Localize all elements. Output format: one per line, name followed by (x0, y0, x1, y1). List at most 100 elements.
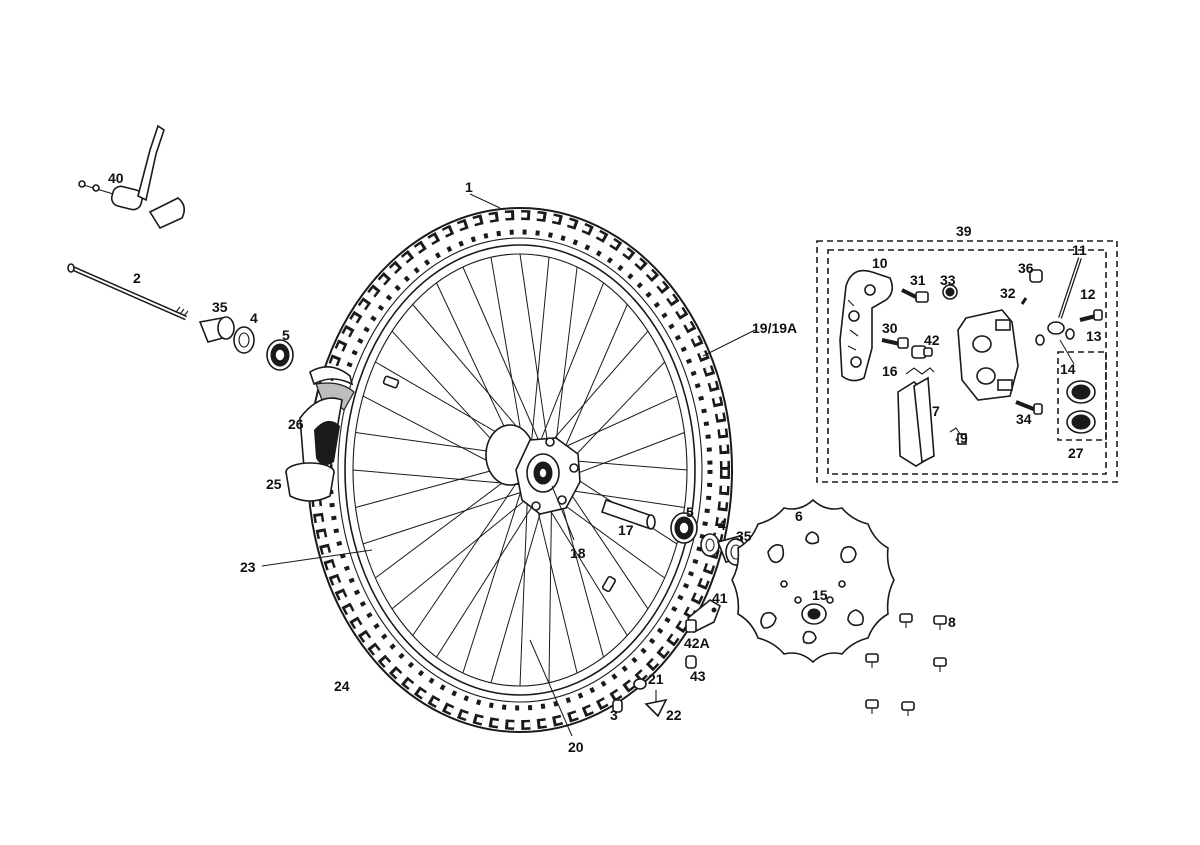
valve-stem (644, 690, 668, 718)
spoke (436, 497, 538, 658)
banjo-washers (1035, 328, 1075, 346)
spoke (548, 492, 553, 683)
hub (485, 424, 581, 515)
right-bearing (670, 512, 698, 544)
callout-4-right: 4 (718, 517, 726, 533)
spoke (554, 266, 578, 455)
spoke (519, 253, 549, 450)
callout-9: 9 (960, 430, 968, 446)
spoke (391, 495, 531, 610)
spoke (412, 481, 518, 636)
callout-2: 2 (133, 270, 141, 286)
right-seal (700, 533, 720, 557)
valve-nut (633, 678, 647, 690)
dust-boot (942, 284, 958, 300)
caliper-small-screw (1020, 297, 1028, 305)
spoke (556, 485, 604, 658)
callout-26: 26 (288, 416, 304, 432)
callout-13: 13 (1086, 328, 1102, 344)
spoke (490, 496, 546, 683)
callout-23: 23 (240, 559, 256, 575)
caliper-bleed-screw (1015, 400, 1043, 415)
callout-42a: 42A (684, 635, 710, 651)
callout-labels: 1 2 40 35 4 5 26 25 23 24 19/19A 18 17 2… (108, 170, 1102, 755)
callout-10: 10 (872, 255, 888, 271)
spoke (545, 330, 649, 449)
callout-1: 1 (465, 179, 473, 195)
callout-18: 18 (570, 545, 586, 561)
spoke (555, 487, 685, 508)
callout-42: 42 (924, 332, 940, 348)
callout-35-left: 35 (212, 299, 228, 315)
callout-39: 39 (956, 223, 972, 239)
callout-33: 33 (940, 272, 956, 288)
axle (67, 263, 189, 321)
left-spacer (198, 316, 235, 343)
banjo-bolt (1079, 309, 1103, 322)
rim-lock-band (285, 462, 335, 502)
callout-7: 7 (932, 403, 940, 419)
spoke (538, 282, 604, 447)
leader-lines (261, 193, 1075, 737)
callout-40: 40 (108, 170, 124, 186)
callout-16: 16 (882, 363, 898, 379)
spoke (462, 489, 522, 674)
callout-14: 14 (1060, 361, 1076, 377)
callout-24: 24 (334, 678, 350, 694)
spoke (534, 497, 578, 674)
spoke (549, 493, 665, 579)
spoke (558, 304, 628, 463)
spoke (559, 476, 649, 610)
rim-tape (314, 420, 340, 466)
rim-valve (382, 375, 617, 593)
hub-spacer-tube (600, 498, 656, 530)
callout-41: 41 (712, 590, 728, 606)
spoke (490, 257, 525, 452)
callout-8: 8 (948, 614, 956, 630)
callout-6: 6 (795, 508, 803, 524)
callout-19: 19/19A (752, 320, 797, 336)
callout-21: 21 (648, 671, 664, 687)
callout-35-right: 35 (736, 528, 752, 544)
caliper-pistons (1066, 380, 1096, 434)
callout-30: 30 (882, 320, 898, 336)
sensor-magnet (685, 655, 697, 669)
spoke (375, 472, 517, 579)
callout-20: 20 (568, 739, 584, 755)
caliper-bracket (839, 269, 894, 382)
spoke (530, 257, 550, 448)
callout-5-right: 5 (686, 504, 694, 520)
callout-4-left: 4 (250, 310, 258, 326)
spoke (362, 491, 524, 545)
caliper-body (957, 309, 1019, 401)
callout-25: 25 (266, 476, 282, 492)
callout-31: 31 (910, 272, 926, 288)
spoke (541, 497, 628, 636)
callout-5-left: 5 (282, 327, 290, 343)
brake-disc (731, 498, 895, 664)
callout-43: 43 (690, 668, 706, 684)
spoke (519, 494, 528, 687)
bleed-cap (1029, 269, 1043, 283)
callout-15: 15 (812, 587, 828, 603)
callout-27: 27 (1068, 445, 1084, 461)
callout-17: 17 (618, 522, 634, 538)
callout-11: 11 (1072, 242, 1087, 258)
brake-hose-banjo (1047, 257, 1082, 335)
spoke (552, 395, 678, 453)
callout-12: 12 (1080, 286, 1096, 302)
speedo-sensor-bracket (685, 599, 721, 634)
callout-32: 32 (1000, 285, 1016, 301)
pin-bolt (911, 345, 933, 359)
slide-pin (881, 337, 909, 349)
callout-36: 36 (1018, 260, 1034, 276)
callout-3: 3 (610, 707, 618, 723)
spoke (462, 266, 542, 447)
callout-22: 22 (666, 707, 682, 723)
bracket-bolt (901, 288, 929, 303)
pad-spring (905, 367, 935, 375)
spoke (352, 469, 519, 485)
left-seal (233, 326, 255, 354)
valve-cap (612, 699, 623, 713)
